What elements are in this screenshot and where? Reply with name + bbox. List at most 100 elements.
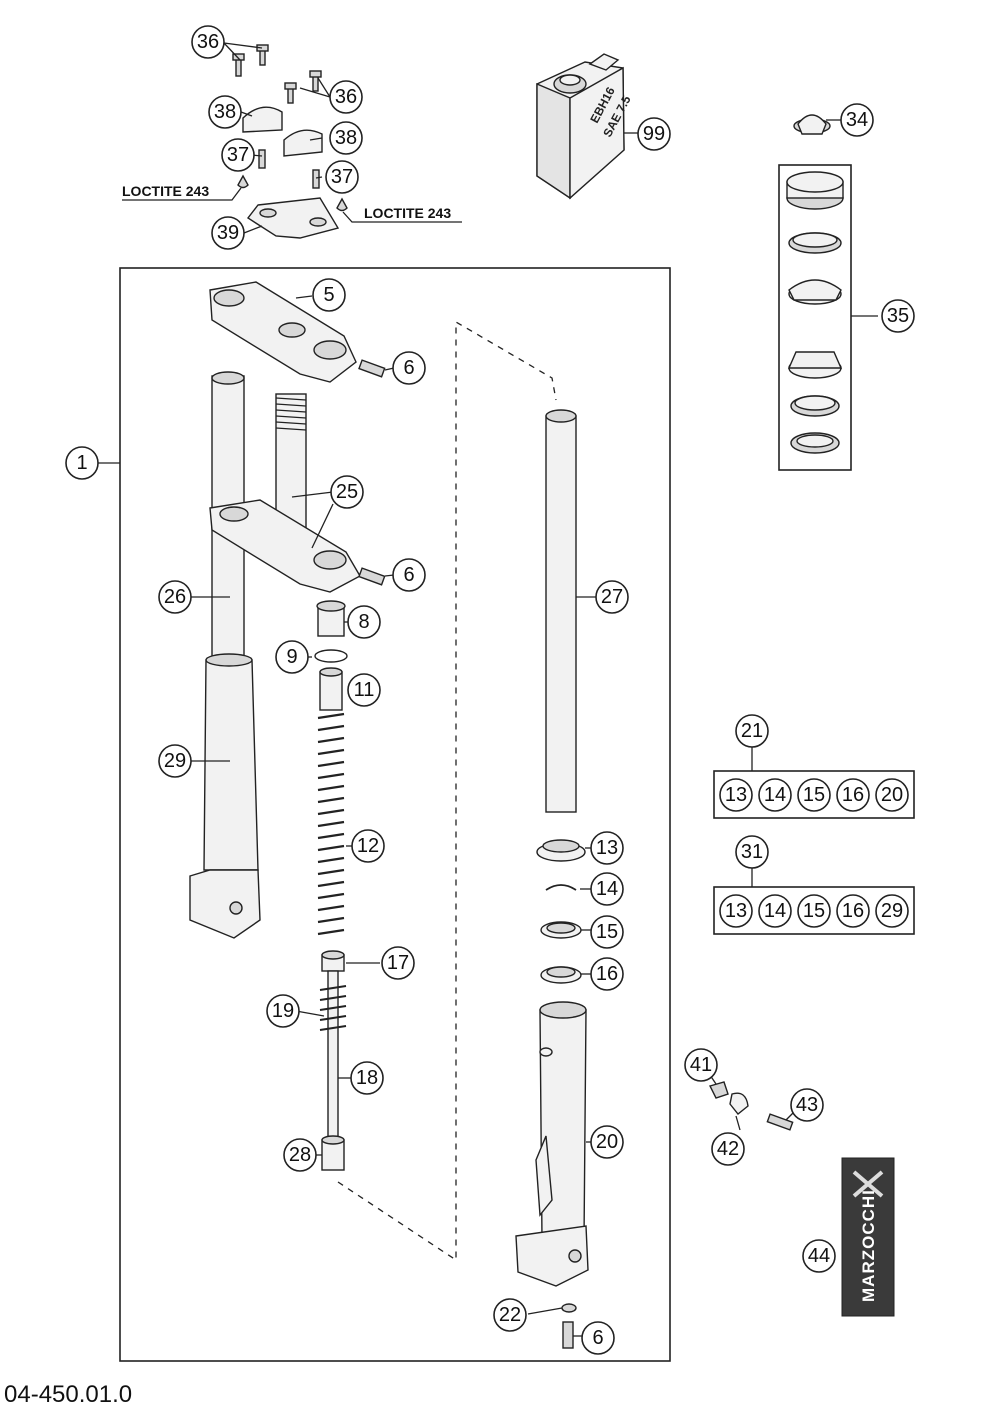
callout-17: 17 bbox=[381, 946, 415, 980]
svg-text:13: 13 bbox=[725, 900, 747, 922]
callout-16: 16 bbox=[590, 957, 624, 991]
callout-28: 28 bbox=[283, 1138, 317, 1172]
kit-31 bbox=[713, 866, 915, 935]
callout-1: 1 bbox=[65, 446, 99, 480]
fork-oil-can: EBH16 SAE 7.5 bbox=[536, 53, 638, 200]
callout-31: 31 bbox=[735, 835, 769, 869]
svg-text:12: 12 bbox=[357, 835, 379, 857]
svg-text:42: 42 bbox=[717, 1138, 739, 1160]
callout-36: 36 bbox=[329, 80, 363, 114]
callout-6: 6 bbox=[581, 1321, 615, 1355]
svg-text:37: 37 bbox=[331, 166, 353, 188]
svg-text:17: 17 bbox=[387, 952, 409, 974]
svg-text:6: 6 bbox=[403, 357, 414, 379]
alignment-line bbox=[337, 320, 557, 1262]
callout-36: 36 bbox=[191, 25, 225, 59]
svg-text:20: 20 bbox=[596, 1131, 618, 1153]
callout-37: 37 bbox=[325, 160, 359, 194]
svg-text:16: 16 bbox=[842, 900, 864, 922]
svg-text:41: 41 bbox=[690, 1054, 712, 1076]
callout-34: 34 bbox=[840, 103, 874, 137]
svg-text:14: 14 bbox=[764, 784, 786, 806]
right-fork-tube bbox=[545, 409, 596, 813]
callout-27: 27 bbox=[595, 580, 629, 614]
callout-26: 26 bbox=[158, 580, 192, 614]
kit-31-item-29: 29 bbox=[875, 894, 909, 928]
svg-text:6: 6 bbox=[592, 1327, 603, 1349]
marzocchi-logo-text: MARZOCCHI bbox=[859, 1189, 878, 1302]
svg-text:16: 16 bbox=[842, 784, 864, 806]
svg-text:5: 5 bbox=[323, 284, 334, 306]
callout-37: 37 bbox=[221, 138, 255, 172]
loctite-label-right: LOCTITE 243 bbox=[364, 205, 451, 221]
svg-text:14: 14 bbox=[596, 878, 618, 900]
kit-21-item-14: 14 bbox=[758, 778, 792, 812]
callout-43: 43 bbox=[790, 1088, 824, 1122]
left-fork-assembly bbox=[189, 371, 261, 939]
kit-31-item-13: 13 bbox=[719, 894, 753, 928]
svg-text:25: 25 bbox=[336, 481, 358, 503]
callout-44: 44 bbox=[802, 1239, 836, 1273]
svg-text:8: 8 bbox=[358, 611, 369, 633]
callout-15: 15 bbox=[590, 915, 624, 949]
callout-42: 42 bbox=[711, 1132, 745, 1166]
svg-text:38: 38 bbox=[214, 101, 236, 123]
svg-text:9: 9 bbox=[286, 646, 297, 668]
document-id: 04-450.01.0 bbox=[4, 1381, 132, 1408]
svg-text:21: 21 bbox=[741, 720, 763, 742]
callout-9: 9 bbox=[275, 640, 309, 674]
axle-clamp-parts bbox=[707, 1071, 795, 1131]
callout-22: 22 bbox=[493, 1298, 527, 1332]
callout-19: 19 bbox=[266, 994, 300, 1028]
callout-8: 8 bbox=[347, 605, 381, 639]
svg-text:99: 99 bbox=[643, 123, 665, 145]
kit-21-item-13: 13 bbox=[719, 778, 753, 812]
callout-39: 39 bbox=[211, 216, 245, 250]
kit-31-item-15: 15 bbox=[797, 894, 831, 928]
callout-6: 6 bbox=[392, 351, 426, 385]
kit-31-item-16: 16 bbox=[836, 894, 870, 928]
kit-21-item-15: 15 bbox=[797, 778, 831, 812]
callout-5: 5 bbox=[312, 278, 346, 312]
callout-29: 29 bbox=[158, 744, 192, 778]
svg-text:29: 29 bbox=[164, 750, 186, 772]
callout-38: 38 bbox=[208, 95, 242, 129]
callout-41: 41 bbox=[684, 1048, 718, 1082]
svg-text:15: 15 bbox=[596, 921, 618, 943]
callout-25: 25 bbox=[330, 475, 364, 509]
kit-31-item-14: 14 bbox=[758, 894, 792, 928]
svg-text:44: 44 bbox=[808, 1245, 830, 1267]
svg-text:13: 13 bbox=[596, 837, 618, 859]
marzocchi-logo: MARZOCCHI bbox=[841, 1157, 895, 1317]
svg-text:39: 39 bbox=[217, 222, 239, 244]
svg-text:27: 27 bbox=[601, 586, 623, 608]
svg-text:13: 13 bbox=[725, 784, 747, 806]
svg-text:18: 18 bbox=[356, 1067, 378, 1089]
svg-text:43: 43 bbox=[796, 1094, 818, 1116]
callout-6: 6 bbox=[392, 558, 426, 592]
bearing-kit-frame bbox=[778, 164, 852, 471]
kit-21-item-16: 16 bbox=[836, 778, 870, 812]
kit-21-item-20: 20 bbox=[875, 778, 909, 812]
callout-13: 13 bbox=[590, 831, 624, 865]
fork-internals bbox=[295, 600, 380, 1171]
steering-stem-lower-clamp bbox=[209, 393, 395, 593]
svg-text:6: 6 bbox=[403, 564, 414, 586]
svg-text:14: 14 bbox=[764, 900, 786, 922]
svg-text:38: 38 bbox=[335, 127, 357, 149]
callout-99: 99 bbox=[637, 117, 671, 151]
callout-21: 21 bbox=[735, 714, 769, 748]
fork-seals bbox=[536, 839, 592, 984]
callout-20: 20 bbox=[590, 1125, 624, 1159]
svg-text:15: 15 bbox=[803, 784, 825, 806]
callout-12: 12 bbox=[351, 829, 385, 863]
svg-text:15: 15 bbox=[803, 900, 825, 922]
svg-text:28: 28 bbox=[289, 1144, 311, 1166]
svg-text:36: 36 bbox=[197, 31, 219, 53]
assembly-frame bbox=[119, 267, 671, 1362]
svg-text:34: 34 bbox=[846, 109, 868, 131]
callout-35: 35 bbox=[881, 299, 915, 333]
svg-text:26: 26 bbox=[164, 586, 186, 608]
